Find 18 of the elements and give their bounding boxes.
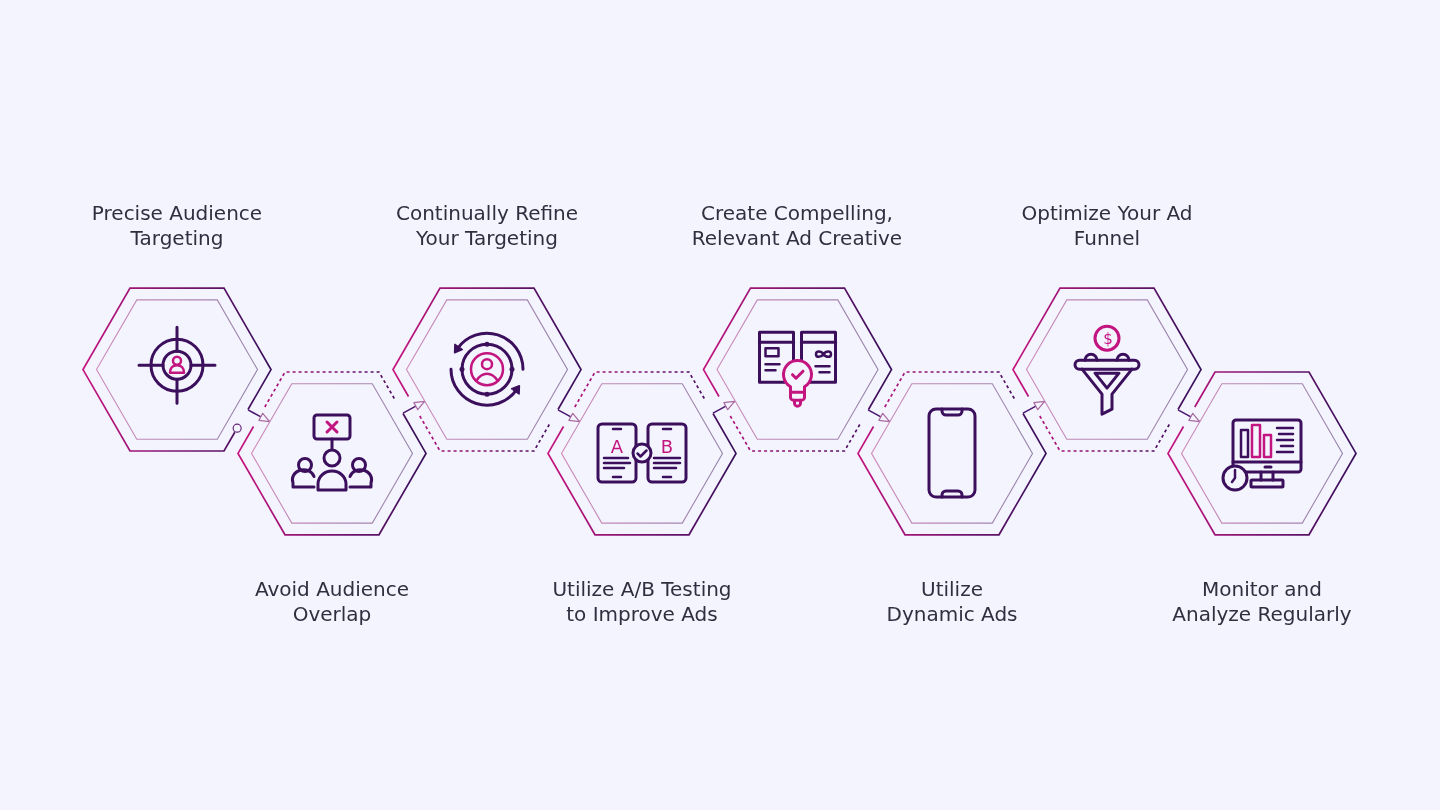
arrow	[1022, 400, 1046, 414]
arrow	[247, 409, 271, 423]
currency-symbol: $	[1103, 331, 1113, 347]
arrow	[867, 409, 891, 423]
tablet-letter: A	[610, 438, 624, 456]
step-title: Create Compelling, Relevant Ad Creative	[690, 201, 904, 252]
step-title: Avoid Audience Overlap	[253, 577, 411, 628]
step-title: Continually Refine Your Targeting	[394, 201, 580, 252]
step-title: Precise Audience Targeting	[90, 201, 264, 252]
arrow	[712, 400, 736, 414]
step-title: Optimize Your Ad Funnel	[1020, 201, 1194, 252]
arrow	[557, 409, 581, 423]
step-title: Monitor and Analyze Regularly	[1171, 577, 1353, 628]
step-title: Utilize A/B Testing to Improve Ads	[551, 577, 733, 628]
arrow	[1177, 409, 1201, 423]
arrow	[402, 400, 426, 414]
step-title: Utilize Dynamic Ads	[885, 577, 1019, 628]
tablet-letter: B	[660, 438, 674, 456]
